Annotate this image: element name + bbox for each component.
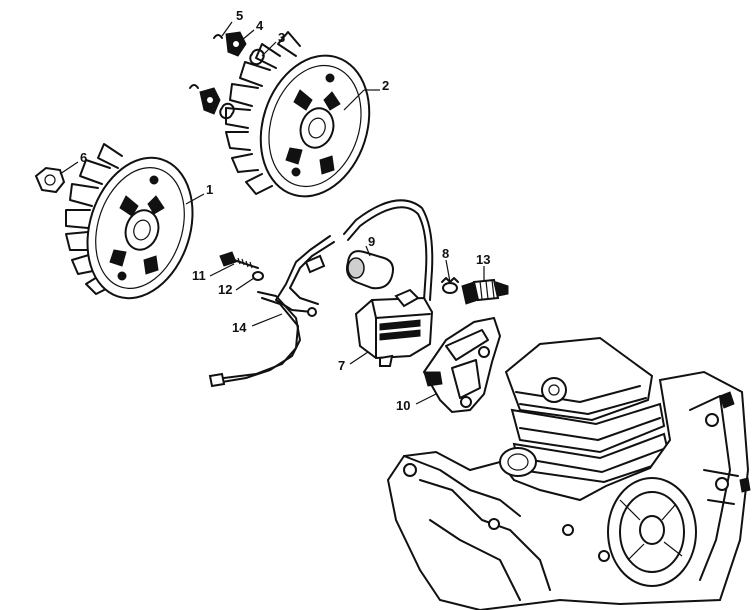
callout-2: 2 xyxy=(382,78,389,93)
callout-1: 1 xyxy=(206,182,213,197)
engine-housing xyxy=(386,336,751,610)
flywheel-lower xyxy=(65,143,194,300)
callout-14: 14 xyxy=(232,320,247,335)
leader-lines xyxy=(59,21,485,405)
callout-3: 3 xyxy=(278,30,285,45)
spark-plug-boot xyxy=(343,199,434,301)
callout-labels: 5 4 3 2 6 1 9 8 13 11 12 14 7 10 xyxy=(80,8,490,413)
flywheel-nut xyxy=(34,166,66,194)
wire-harness xyxy=(208,235,335,388)
callout-7: 7 xyxy=(338,358,345,373)
callout-9: 9 xyxy=(368,234,375,249)
callout-6: 6 xyxy=(80,150,87,165)
ignition-module xyxy=(354,288,434,367)
pawl-assembly-upper xyxy=(189,31,265,120)
callout-5: 5 xyxy=(236,8,243,23)
callout-8: 8 xyxy=(442,246,449,261)
callout-13: 13 xyxy=(476,252,490,267)
callout-11: 11 xyxy=(192,268,206,283)
callout-10: 10 xyxy=(396,398,410,413)
terminal-spring xyxy=(441,277,459,294)
callout-4: 4 xyxy=(256,18,264,33)
callout-12: 12 xyxy=(218,282,232,297)
ignition-bracket xyxy=(422,316,502,414)
screw-and-washer xyxy=(219,251,264,281)
spark-plug xyxy=(461,278,509,305)
flywheel-upper xyxy=(225,31,371,198)
